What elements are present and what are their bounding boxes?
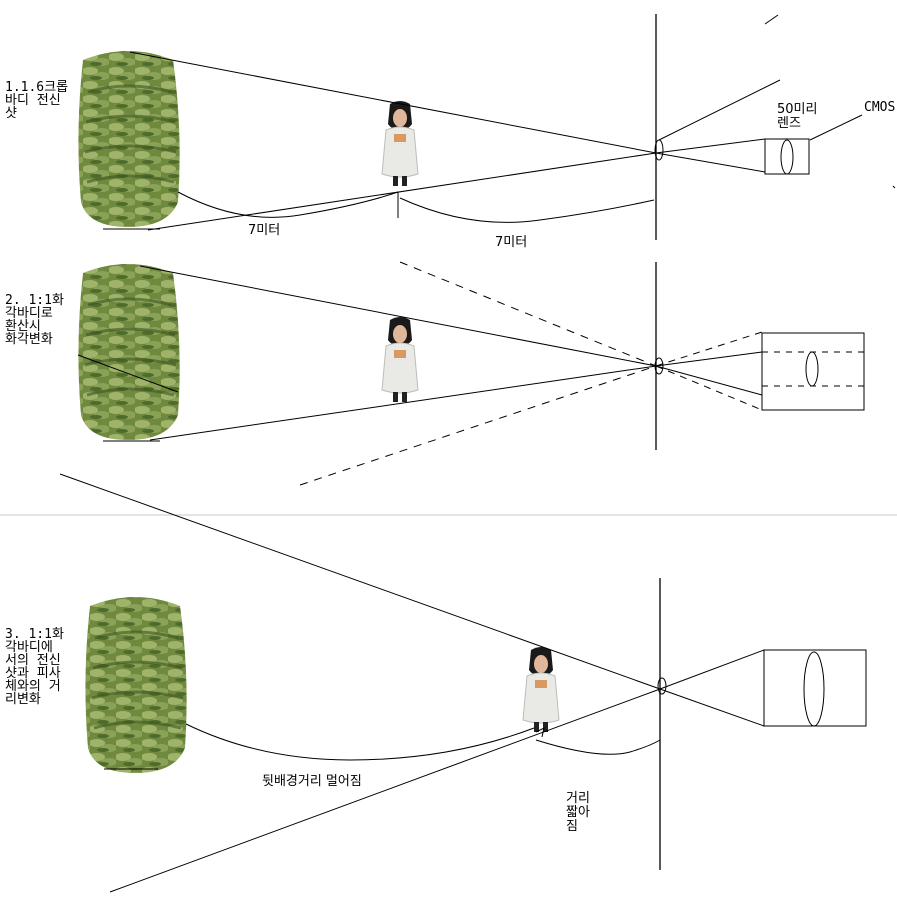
bg-farther-label: 뒷배경거리 멀어짐 xyxy=(262,774,362,789)
ray-dashed-top-2 xyxy=(399,261,657,367)
distance-curve-subject-3 xyxy=(535,739,661,755)
distance-curve-subject-1 xyxy=(399,197,655,223)
ray-bottom-1 xyxy=(147,152,657,231)
lens-pointer-1 xyxy=(658,79,781,141)
tree-image-2 xyxy=(76,262,182,442)
subject-figure-1 xyxy=(381,100,419,187)
tree-image-3 xyxy=(83,595,189,775)
tree-image-1 xyxy=(76,49,182,229)
ray-top-3 xyxy=(59,473,661,690)
sensor-box-2 xyxy=(761,332,865,411)
subject-figure-3 xyxy=(522,646,560,733)
distance-curve-bg-1 xyxy=(177,191,399,218)
ray-bottom-3 xyxy=(109,688,661,893)
sensor-box-3 xyxy=(763,649,867,727)
lens-icon-3 xyxy=(657,677,667,695)
ray-bottom-2 xyxy=(149,365,657,441)
sensor-label: CMOS xyxy=(864,100,896,115)
subject-figure-2 xyxy=(381,316,419,403)
ray-top-1 xyxy=(129,51,657,154)
ray-top-2 xyxy=(139,265,657,367)
distance-label-bg: 7미터 xyxy=(248,223,281,238)
distance-label-subject: 7미터 xyxy=(495,235,528,250)
ray-dashed-bottom-2 xyxy=(299,365,657,486)
distance-curve-bg-3 xyxy=(185,723,535,761)
